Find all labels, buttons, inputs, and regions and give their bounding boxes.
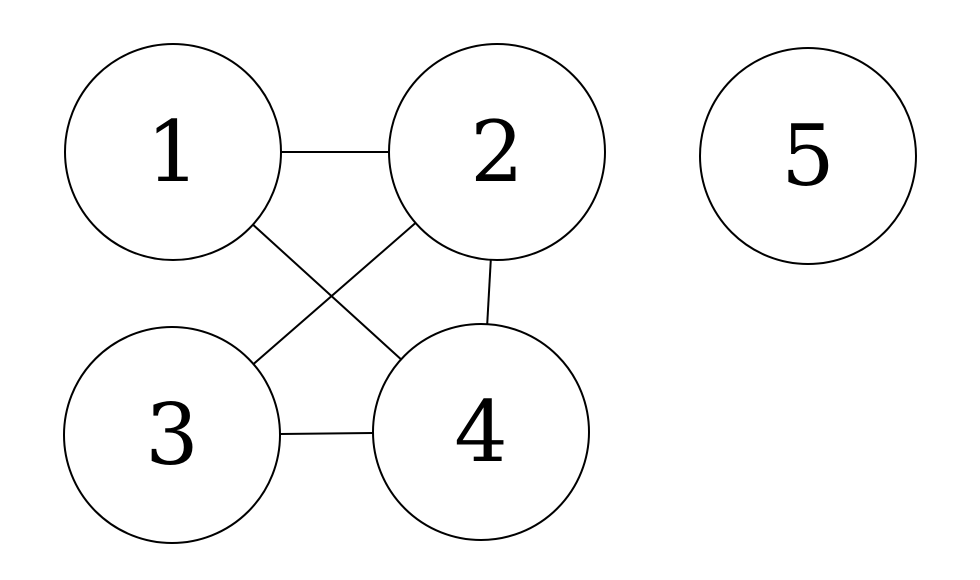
- node-1: 1: [64, 43, 282, 261]
- edge-2-4: [486, 259, 492, 325]
- node-label: 1: [146, 103, 199, 201]
- node-3: 3: [63, 326, 281, 544]
- node-circle: [388, 43, 606, 261]
- edges-layer: [252, 151, 492, 435]
- node-circle: [699, 47, 917, 265]
- node-5: 5: [699, 47, 917, 265]
- node-2: 2: [388, 43, 606, 261]
- node-4: 4: [372, 323, 590, 541]
- node-label: 4: [454, 383, 507, 481]
- node-circle: [63, 326, 281, 544]
- node-label: 2: [470, 103, 523, 201]
- nodes-layer: 1 2 3 4 5: [63, 43, 917, 544]
- edge-2-3: [252, 222, 417, 365]
- node-circle: [372, 323, 590, 541]
- node-circle: [64, 43, 282, 261]
- edge-1-4: [252, 223, 402, 361]
- node-label: 3: [145, 386, 198, 484]
- edge-3-4: [279, 432, 374, 435]
- node-label: 5: [781, 107, 834, 205]
